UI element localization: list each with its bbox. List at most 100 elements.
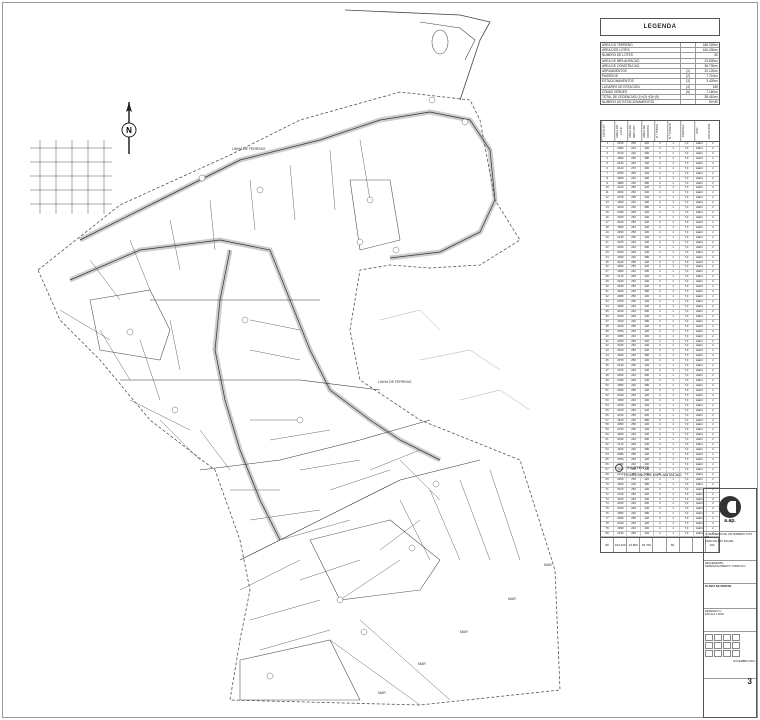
lot-cell: 7,0 [680,304,694,309]
lot-cell: 420 [641,413,654,418]
lot-cell: 2240 [614,280,628,285]
lot-grid [59,139,521,706]
lot-cell: 58 [601,423,615,428]
lot-cell: 2 [654,359,668,364]
lot-cell: 1 [667,211,681,216]
lot-cell: 2 [654,216,668,220]
lot-cell: 51 [601,388,615,393]
lot-cell: 7,0 [680,517,694,522]
lot-cell: 2140 [614,364,628,369]
lot-cell: 380 [641,255,654,260]
lot-cell: 61 [601,438,615,443]
lot-cell: 440 [641,280,654,285]
lot-cell: 1 [667,344,681,349]
lot-cell: 1 [667,492,681,497]
lot-cell: 2 [654,255,668,260]
lot-cell: 2100 [614,324,628,329]
lot-cell: 2200 [614,250,628,255]
lot-cell: 1900 [614,354,628,359]
lot-cell: 1 [667,487,681,492]
lot-cell: 7,0 [680,314,694,319]
lot-cell: 2 [654,448,668,453]
lot-cell: Habit. [694,334,707,339]
area-value: 38.410m² [704,94,718,99]
lot-cell: 2 [654,230,668,235]
lot-column-header: N.º FOGOS [667,121,681,141]
lot-cell: 7,0 [680,216,694,220]
lot-cell: 420 [641,142,654,146]
lot-cell: 250 [627,235,641,240]
lot-cell: 2 [654,492,668,497]
lot-cell: 46 [601,364,615,369]
legend-notes: EXISTENTE POLIGONO DE IMPLANTACAO [615,464,682,478]
lot-cell: 2 [654,206,668,211]
lot-cell: 1 [667,369,681,374]
area-row: ARRUAMENTOS(1)20.120m² [601,68,719,75]
lot-cell: 2 [712,487,714,491]
lot-cell: 7,0 [680,191,694,196]
lot-cell: 250 [627,295,641,299]
area-row: LUGARES DE ESTACION.(4)180 [601,84,719,90]
lot-cell: 400 [641,369,654,374]
area-value: 20.120m² [704,68,718,73]
lot-cell: 2 [654,477,668,482]
lot-cell: 1 [667,285,681,290]
lot-cell: 1 [667,171,681,176]
lot-cell: 2 [654,517,668,522]
lot-cell: 1 [667,423,681,428]
lot-cell: 250 [627,532,641,536]
lot-cell: 260 [627,443,641,448]
lot-cell: 15 [601,211,615,216]
area-row: ZONAS VERDES(5)7.160m² [601,89,719,95]
lot-cell: 19 [601,230,615,235]
svg-text:N: N [126,126,132,135]
lot-cell: 1960 [614,176,628,181]
lot-cell: 2 [712,512,714,516]
lot-cell: 8 [601,176,615,181]
lot-cell: 230 [627,206,641,211]
lot-cell: 14 [601,206,615,211]
lot-cell: 440 [641,379,654,383]
lot-cell: Habit. [694,388,707,393]
street-label: LINHA DE FERREAS [378,380,412,384]
title-drawing: PLANTA DE SINTESE [704,584,756,609]
lot-cell: 3 [601,151,615,156]
lot-cell: 420 [641,522,654,527]
lot-cell: 380 [641,512,654,517]
lot-cell: 250 [627,359,641,364]
lot-cell: 420 [641,221,654,225]
lot-cell: 2 [712,255,714,259]
lot-cell: 380 [641,418,654,423]
lot-cell: 2 [654,497,668,502]
lot-cell: 1 [667,151,681,156]
lot-cell: 1980 [614,334,628,339]
lot-cell: Habit. [694,408,707,413]
lot-cell: 240 [627,462,641,467]
lot-cell: 420 [641,517,654,522]
lot-cell: 380 [641,319,654,324]
lot-cell: 7,0 [680,324,694,329]
lot-cell: 1960 [614,304,628,309]
lot-cell: 7,0 [680,334,694,339]
lot-cell: 39 [601,329,615,334]
lot-cell: 5 [601,161,615,166]
lot-cell: 420 [641,235,654,240]
title-line: PLANTA DE SINTESE [705,585,732,588]
lot-cell: Habit. [694,492,707,497]
lot-cell: 2 [654,482,668,487]
lot-cell: 230 [627,418,641,423]
lot-cell: 7,0 [680,398,694,403]
lot-cell: 7,0 [680,418,694,423]
lot-cell: 440 [641,250,654,255]
lot-cell: Habit. [694,304,707,309]
lot-cell: 420 [641,467,654,472]
lot-cell: 7,0 [680,497,694,502]
lot-cell: 7,0 [680,339,694,344]
